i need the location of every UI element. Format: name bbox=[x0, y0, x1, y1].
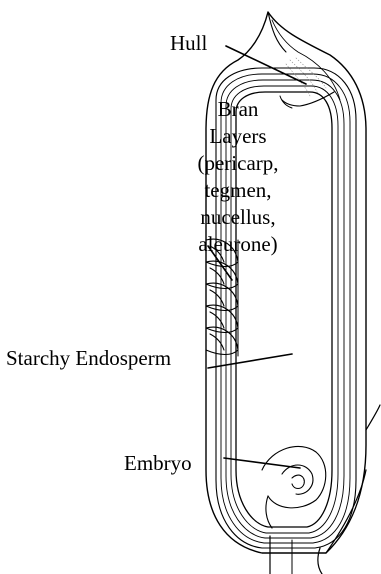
hull-tip bbox=[268, 12, 286, 52]
hull-tip-inner bbox=[272, 20, 340, 100]
bran-label-line: (pericarp, bbox=[180, 150, 296, 177]
bran-layers-label: Bran Layers (pericarp, tegmen, nucellus,… bbox=[180, 96, 296, 258]
starchy-endosperm-label: Starchy Endosperm bbox=[6, 345, 171, 372]
bran-label-line: nucellus, bbox=[180, 204, 296, 231]
stalk-right bbox=[318, 548, 322, 574]
bran-label-line: tegmen, bbox=[180, 177, 296, 204]
bran-label-line: aleurone) bbox=[180, 231, 296, 258]
embryo-label: Embryo bbox=[124, 450, 192, 477]
hull-lemma-curl bbox=[326, 405, 380, 553]
bran-label-line: Layers bbox=[180, 123, 296, 150]
embryo-shape bbox=[262, 446, 326, 528]
bran-label-line: Bran bbox=[180, 96, 296, 123]
hull-label: Hull bbox=[170, 30, 207, 57]
